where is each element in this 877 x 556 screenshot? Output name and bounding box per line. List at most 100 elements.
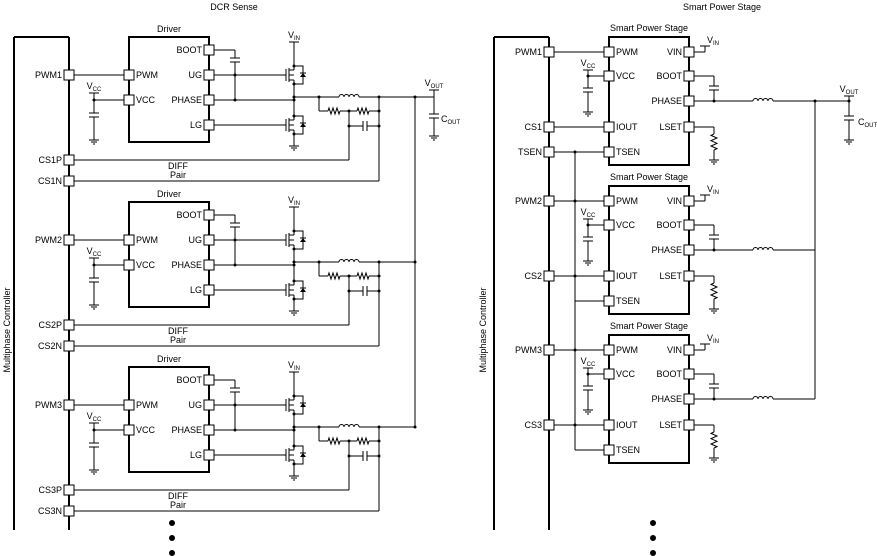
pin-square [123, 424, 135, 436]
pin-square [683, 419, 695, 431]
vcc-label-main: V [87, 246, 93, 256]
pin-square [603, 46, 615, 58]
junction-dot [292, 229, 296, 233]
pwm-pin-label: PWM3 [35, 400, 62, 410]
diff-pair-label: DIFF [168, 326, 188, 336]
stage-pin-iout: IOUT [616, 420, 638, 430]
ground-icon [429, 135, 439, 141]
stage-title: Smart Power Stage [610, 23, 688, 33]
junction-dot [292, 444, 296, 448]
pwm-pin [543, 344, 555, 356]
capacitor-icon [362, 286, 368, 296]
pin-square [603, 270, 615, 282]
pin-square [683, 46, 695, 58]
capacitor-icon [362, 121, 368, 131]
vin-label-main: V [707, 333, 713, 343]
pin-square [683, 219, 695, 231]
pin-square [603, 195, 615, 207]
stage-title: Smart Power Stage [610, 172, 688, 182]
driver-ic [128, 366, 210, 473]
pin-square [603, 146, 615, 158]
vin-label: VIN [288, 360, 300, 372]
pin-square [603, 295, 615, 307]
resistor-icon [709, 282, 719, 300]
vin-label-sub: IN [713, 41, 719, 47]
vcc-label-main: V [581, 207, 587, 217]
cout-label-main: C [441, 114, 448, 124]
vout-label-main: V [840, 84, 846, 94]
pwm-pin [63, 399, 75, 411]
pin-square [203, 399, 215, 411]
inductor-icon [752, 396, 774, 400]
junction-dot [292, 132, 296, 136]
driver-pin-lg: LG [190, 285, 202, 295]
ground-icon [89, 304, 99, 310]
ground-icon [844, 139, 854, 145]
pin-square [203, 209, 215, 221]
driver-pin-lg: LG [190, 120, 202, 130]
diff-pair-label: Pair [170, 170, 186, 180]
pin-square [683, 393, 695, 405]
stage-pin-vcc: VCC [616, 369, 636, 379]
tsen-pin-label: TSEN [518, 147, 542, 157]
right-panel-title: Smart Power Stage [683, 2, 761, 12]
junction-dot [292, 279, 296, 283]
capacitor-icon [709, 383, 719, 389]
capacitor-icon [583, 385, 593, 391]
driver-pin-phase: PHASE [171, 95, 202, 105]
pin-square [683, 95, 695, 107]
dcr-phase-3: PWM3CS3PCS3NDriverPWMVCCBOOTUGPHASELGVCC… [35, 354, 417, 517]
pin-square [123, 94, 135, 106]
capacitor-icon [844, 115, 854, 121]
csp-pin [63, 484, 75, 496]
stage-title: Smart Power Stage [610, 321, 688, 331]
ground-icon [709, 308, 719, 314]
mosfet-icon [285, 227, 306, 253]
driver-pin-phase: PHASE [171, 260, 202, 270]
diff-pair-label: Pair [170, 335, 186, 345]
capacitor-icon [583, 87, 593, 93]
pin-square [603, 219, 615, 231]
cs-pin [543, 419, 555, 431]
csn-pin [63, 175, 75, 187]
ellipsis-dot-icon [169, 550, 175, 556]
driver-pin-pwm: PWM [136, 235, 158, 245]
cout-label-main: C [858, 117, 865, 127]
controller-label: Multiphase Controller [2, 287, 12, 372]
capacitor-icon [709, 85, 719, 91]
vin-label-main: V [288, 30, 294, 40]
vout-label-main: V [425, 78, 431, 88]
csp-pin-label: CS2P [38, 320, 62, 330]
csn-pin [63, 340, 75, 352]
inductor-icon [338, 94, 360, 98]
driver-pin-vcc: VCC [136, 260, 156, 270]
stage-pin-tsen: TSEN [616, 445, 640, 455]
junction-dot [292, 412, 296, 416]
capacitor-icon [89, 442, 99, 448]
pin-square [683, 368, 695, 380]
ground-icon [289, 475, 299, 481]
vcc-label: VCC [87, 81, 102, 93]
ellipsis-dot-icon [650, 550, 656, 556]
ground-icon [583, 260, 593, 266]
cout-label-sub: OUT [448, 120, 461, 126]
stage-pin-tsen: TSEN [616, 296, 640, 306]
capacitor-icon [709, 234, 719, 240]
stage-pin-vcc: VCC [616, 71, 636, 81]
inductor-icon [338, 424, 360, 428]
ground-icon [709, 159, 719, 165]
ellipsis-dot-icon [169, 535, 175, 541]
pin-square [683, 244, 695, 256]
driver-title: Driver [157, 354, 181, 364]
csp-pin-label: CS3P [38, 485, 62, 495]
junction-dot [347, 124, 351, 128]
pin-square [203, 259, 215, 271]
csn-pin [63, 505, 75, 517]
smart-power-stage-ic [608, 36, 690, 166]
ground-icon [89, 469, 99, 475]
capacitor-icon [230, 222, 240, 228]
pin-square [683, 121, 695, 133]
